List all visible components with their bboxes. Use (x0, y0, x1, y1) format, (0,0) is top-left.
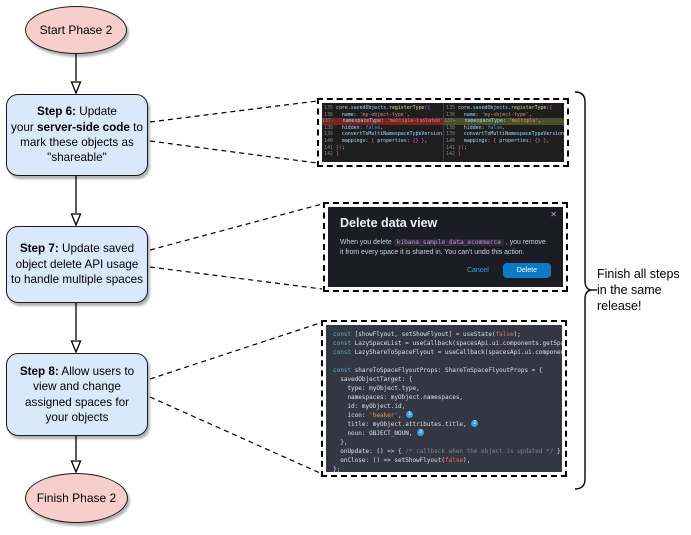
cancel-button[interactable]: Cancel (466, 267, 489, 274)
flyout-code-block: const [showFlyout, setShowFlyout] = useS… (326, 325, 562, 472)
step-8-node: Step 8: Allow users to view and change a… (6, 353, 148, 436)
modal-body-post: , you remove it from every space it is s… (340, 239, 546, 256)
modal-screenshot-frame: ✕ Delete data view When you delete kiban… (323, 202, 568, 292)
start-node-label: Start Phase 2 (39, 23, 113, 37)
step-7-label: Step 7: Update saved object delete API u… (11, 242, 143, 287)
step-6-node: Step 6: Update your server-side code to … (6, 94, 148, 176)
curly-brace (574, 91, 597, 490)
callout-lines (149, 100, 323, 474)
modal-body: When you delete kibana_sample_data_ecomm… (340, 238, 549, 257)
close-icon[interactable]: ✕ (550, 210, 557, 219)
finish-node: Finish Phase 2 (25, 473, 128, 523)
finish-node-label: Finish Phase 2 (36, 491, 117, 505)
modal-body-pre: When you delete (340, 239, 394, 246)
modal-title: Delete data view (340, 216, 438, 230)
delete-button[interactable]: Delete (502, 263, 551, 278)
start-node: Start Phase 2 (25, 6, 127, 54)
release-note: Finish all steps in the same release! (597, 267, 680, 313)
data-view-name-chip: kibana_sample_data_ecommerce (393, 239, 504, 246)
step-7-node: Step 7: Update saved object delete API u… (6, 226, 148, 303)
modal-actions: Cancel Delete (467, 263, 551, 278)
step-6-label: Step 6: Update your server-side code to … (11, 105, 143, 165)
code-screenshot-frame: const [showFlyout, setShowFlyout] = useS… (321, 320, 567, 477)
step-8-label: Step 8: Allow users to view and change a… (19, 364, 135, 424)
delete-data-view-modal: ✕ Delete data view When you delete kiban… (328, 207, 563, 287)
